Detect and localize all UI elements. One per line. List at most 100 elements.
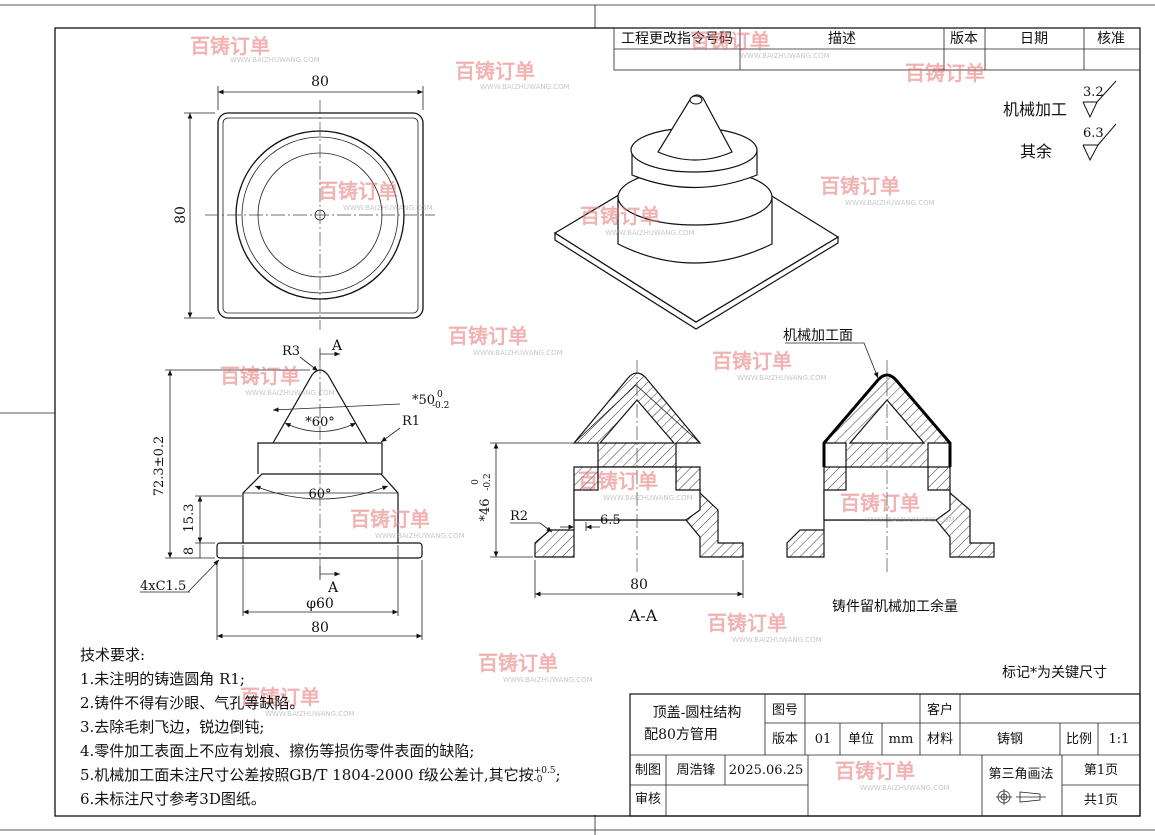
dia50-label: *50 bbox=[412, 393, 435, 408]
section-view: *46 0 -0.2 R2 6.5 80 A-A bbox=[471, 360, 744, 625]
svg-text:WWW.BAIZHUWANG.COM: WWW.BAIZHUWANG.COM bbox=[603, 494, 693, 502]
svg-text:百铸订单: 百铸订单 bbox=[690, 29, 770, 53]
height46-tol-bot: -0.2 bbox=[483, 473, 493, 490]
watermark: 百铸订单 WWW.BAIZHUWANG.COM bbox=[690, 29, 830, 60]
watermark: 百铸订单 WWW.BAIZHUWANG.COM bbox=[820, 174, 935, 207]
svg-text:百铸订单: 百铸订单 bbox=[240, 685, 320, 709]
svg-text:WWW.BAIZHUWANG.COM: WWW.BAIZHUWANG.COM bbox=[845, 199, 935, 207]
dia50-tol-top: 0 bbox=[437, 390, 443, 400]
machined-face-label: 机械加工面 bbox=[783, 328, 853, 344]
scale-value: 1:1 bbox=[1109, 732, 1130, 747]
dia50-tol-bot: -0.2 bbox=[432, 401, 449, 411]
tech-requirements: 技术要求: 1.未注明的铸造圆角 R1; 2.铸件不得有沙眼、气孔等缺陷。 3.… bbox=[80, 643, 640, 811]
angle-top-label: *60° bbox=[305, 415, 335, 430]
chamfer-label: 4xC1.5 bbox=[140, 579, 186, 594]
watermark: 百铸订单 WWW.BAIZHUWANG.COM bbox=[448, 324, 563, 357]
scale-label: 比例 bbox=[1066, 732, 1092, 747]
svg-text:百铸订单: 百铸订单 bbox=[350, 507, 430, 531]
roughness-rest-value: 6.3 bbox=[1083, 126, 1104, 141]
svg-text:WWW.BAIZHUWANG.COM: WWW.BAIZHUWANG.COM bbox=[605, 229, 695, 237]
tech-req-item: 6.未标注尺寸参考3D图纸。 bbox=[80, 790, 266, 808]
svg-text:百铸订单: 百铸订单 bbox=[712, 349, 792, 373]
part-name-line1: 顶盖-圆柱结构 bbox=[653, 705, 742, 721]
tolerance-stack: +0.5-0 bbox=[534, 767, 556, 785]
svg-text:百铸订单: 百铸订单 bbox=[578, 469, 658, 493]
drawn-by: 周浩锋 bbox=[676, 763, 715, 778]
dim65-label: 6.5 bbox=[600, 513, 621, 528]
dia60-label: φ60 bbox=[306, 596, 334, 612]
drawing-no-label: 图号 bbox=[772, 703, 798, 718]
watermark: 百铸订单 WWW.BAIZHUWANG.COM bbox=[318, 179, 433, 212]
svg-text:百铸订单: 百铸订单 bbox=[455, 59, 535, 83]
width80-label: 80 bbox=[311, 620, 329, 636]
allowance-view: 机械加工面 铸件留机械加工余量 bbox=[783, 328, 995, 615]
allowance-caption: 铸件留机械加工余量 bbox=[832, 598, 958, 615]
front-view: A A R3 *50 0 -0.2 *60° R1 60° 72.3±0.2 1… bbox=[140, 338, 449, 640]
watermark: 百铸订单 WWW.BAIZHUWANG.COM bbox=[190, 34, 320, 64]
svg-text:WWW.BAIZHUWANG.COM: WWW.BAIZHUWANG.COM bbox=[503, 676, 593, 684]
section-a-bottom: A bbox=[327, 580, 339, 596]
rev-col-ecn: 工程更改指令号码 bbox=[621, 31, 733, 47]
svg-text:WWW.BAIZHUWANG.COM: WWW.BAIZHUWANG.COM bbox=[480, 83, 570, 91]
svg-text:WWW.BAIZHUWANG.COM: WWW.BAIZHUWANG.COM bbox=[265, 710, 355, 718]
angle-mid-label: 60° bbox=[308, 487, 331, 502]
svg-text:百铸订单: 百铸订单 bbox=[820, 174, 900, 198]
svg-text:百铸订单: 百铸订单 bbox=[835, 759, 915, 783]
watermark: 百铸订单 WWW.BAIZHUWANG.COM bbox=[580, 204, 695, 237]
svg-text:百铸订单: 百铸订单 bbox=[580, 204, 660, 228]
watermark: 百铸订单 WWW.BAIZHUWANG.COM bbox=[707, 611, 822, 644]
review-label: 审核 bbox=[635, 792, 661, 807]
roughness-symbol-icon bbox=[1082, 80, 1117, 119]
height46-label: *46 bbox=[478, 498, 493, 521]
svg-text:百铸订单: 百铸订单 bbox=[448, 324, 528, 348]
svg-text:WWW.BAIZHUWANG.COM: WWW.BAIZHUWANG.COM bbox=[740, 52, 830, 60]
roughness-notes: 机械加工 3.2 其余 6.3 bbox=[1003, 80, 1117, 162]
top-view: 80 80 bbox=[173, 74, 435, 330]
total-pages: 共1页 bbox=[1084, 793, 1118, 808]
svg-text:WWW.BAIZHUWANG.COM: WWW.BAIZHUWANG.COM bbox=[737, 374, 827, 382]
svg-text:百铸订单: 百铸订单 bbox=[478, 651, 558, 675]
version-value: 01 bbox=[815, 732, 832, 747]
version-label: 版本 bbox=[772, 732, 798, 747]
rev-col-date: 日期 bbox=[1020, 31, 1048, 47]
roughness-rest-label: 其余 bbox=[1020, 142, 1052, 161]
tech-req-item: 2.铸件不得有沙眼、气孔等缺陷。 bbox=[80, 694, 305, 712]
svg-text:百铸订单: 百铸订单 bbox=[840, 491, 920, 515]
watermark: 百铸订单 bbox=[905, 61, 985, 85]
tech-req-item: 4.零件加工表面上不应有划痕、擦伤等损伤零件表面的缺陷; bbox=[80, 742, 475, 760]
section-a-top: A bbox=[331, 338, 343, 354]
watermark-layer: 百铸订单 WWW.BAIZHUWANG.COM 百铸订单 WWW.BAIZHUW… bbox=[190, 29, 985, 792]
top-width-dim: 80 bbox=[311, 74, 329, 90]
drawn-label: 制图 bbox=[635, 763, 661, 778]
tech-req-item-5: 5.机械加工面未注尺寸公差按照GB/T 1804-2000 f级公差计,其它按+… bbox=[80, 763, 640, 787]
r1-label: R1 bbox=[402, 414, 420, 429]
watermark: 百铸订单 WWW.BAIZHUWANG.COM bbox=[712, 349, 827, 382]
page-number: 第1页 bbox=[1084, 763, 1118, 778]
part-name-line2: 配80方管用 bbox=[644, 727, 718, 743]
watermark: 百铸订单 WWW.BAIZHUWANG.COM bbox=[578, 469, 693, 502]
unit-label: 单位 bbox=[848, 732, 874, 747]
r2-label: R2 bbox=[510, 509, 528, 524]
h8-label: 8 bbox=[182, 547, 197, 555]
r3-label: R3 bbox=[282, 344, 300, 359]
svg-text:WWW.BAIZHUWANG.COM: WWW.BAIZHUWANG.COM bbox=[473, 349, 563, 357]
third-angle-projection-icon bbox=[996, 789, 1046, 805]
watermark: 百铸订单 WWW.BAIZHUWANG.COM bbox=[835, 759, 950, 792]
svg-text:WWW.BAIZHUWANG.COM: WWW.BAIZHUWANG.COM bbox=[230, 56, 320, 64]
svg-text:百铸订单: 百铸订单 bbox=[220, 364, 300, 388]
svg-text:WWW.BAIZHUWANG.COM: WWW.BAIZHUWANG.COM bbox=[732, 636, 822, 644]
svg-text:百铸订单: 百铸订单 bbox=[905, 61, 985, 85]
roughness-symbol-icon bbox=[1082, 123, 1117, 162]
rev-col-desc: 描述 bbox=[828, 31, 856, 47]
svg-text:WWW.BAIZHUWANG.COM: WWW.BAIZHUWANG.COM bbox=[860, 784, 950, 792]
svg-text:百铸订单: 百铸订单 bbox=[707, 611, 787, 635]
roughness-machined-label: 机械加工 bbox=[1003, 100, 1067, 119]
watermark: 百铸订单 WWW.BAIZHUWANG.COM bbox=[840, 491, 955, 524]
tolerance-lower: -0 bbox=[533, 775, 543, 785]
projection-label: 第三角画法 bbox=[988, 767, 1053, 782]
isometric-view bbox=[553, 94, 840, 330]
section-caption: A-A bbox=[628, 606, 658, 625]
svg-text:百铸订单: 百铸订单 bbox=[318, 179, 398, 203]
sheet-frame bbox=[0, 4, 1155, 835]
